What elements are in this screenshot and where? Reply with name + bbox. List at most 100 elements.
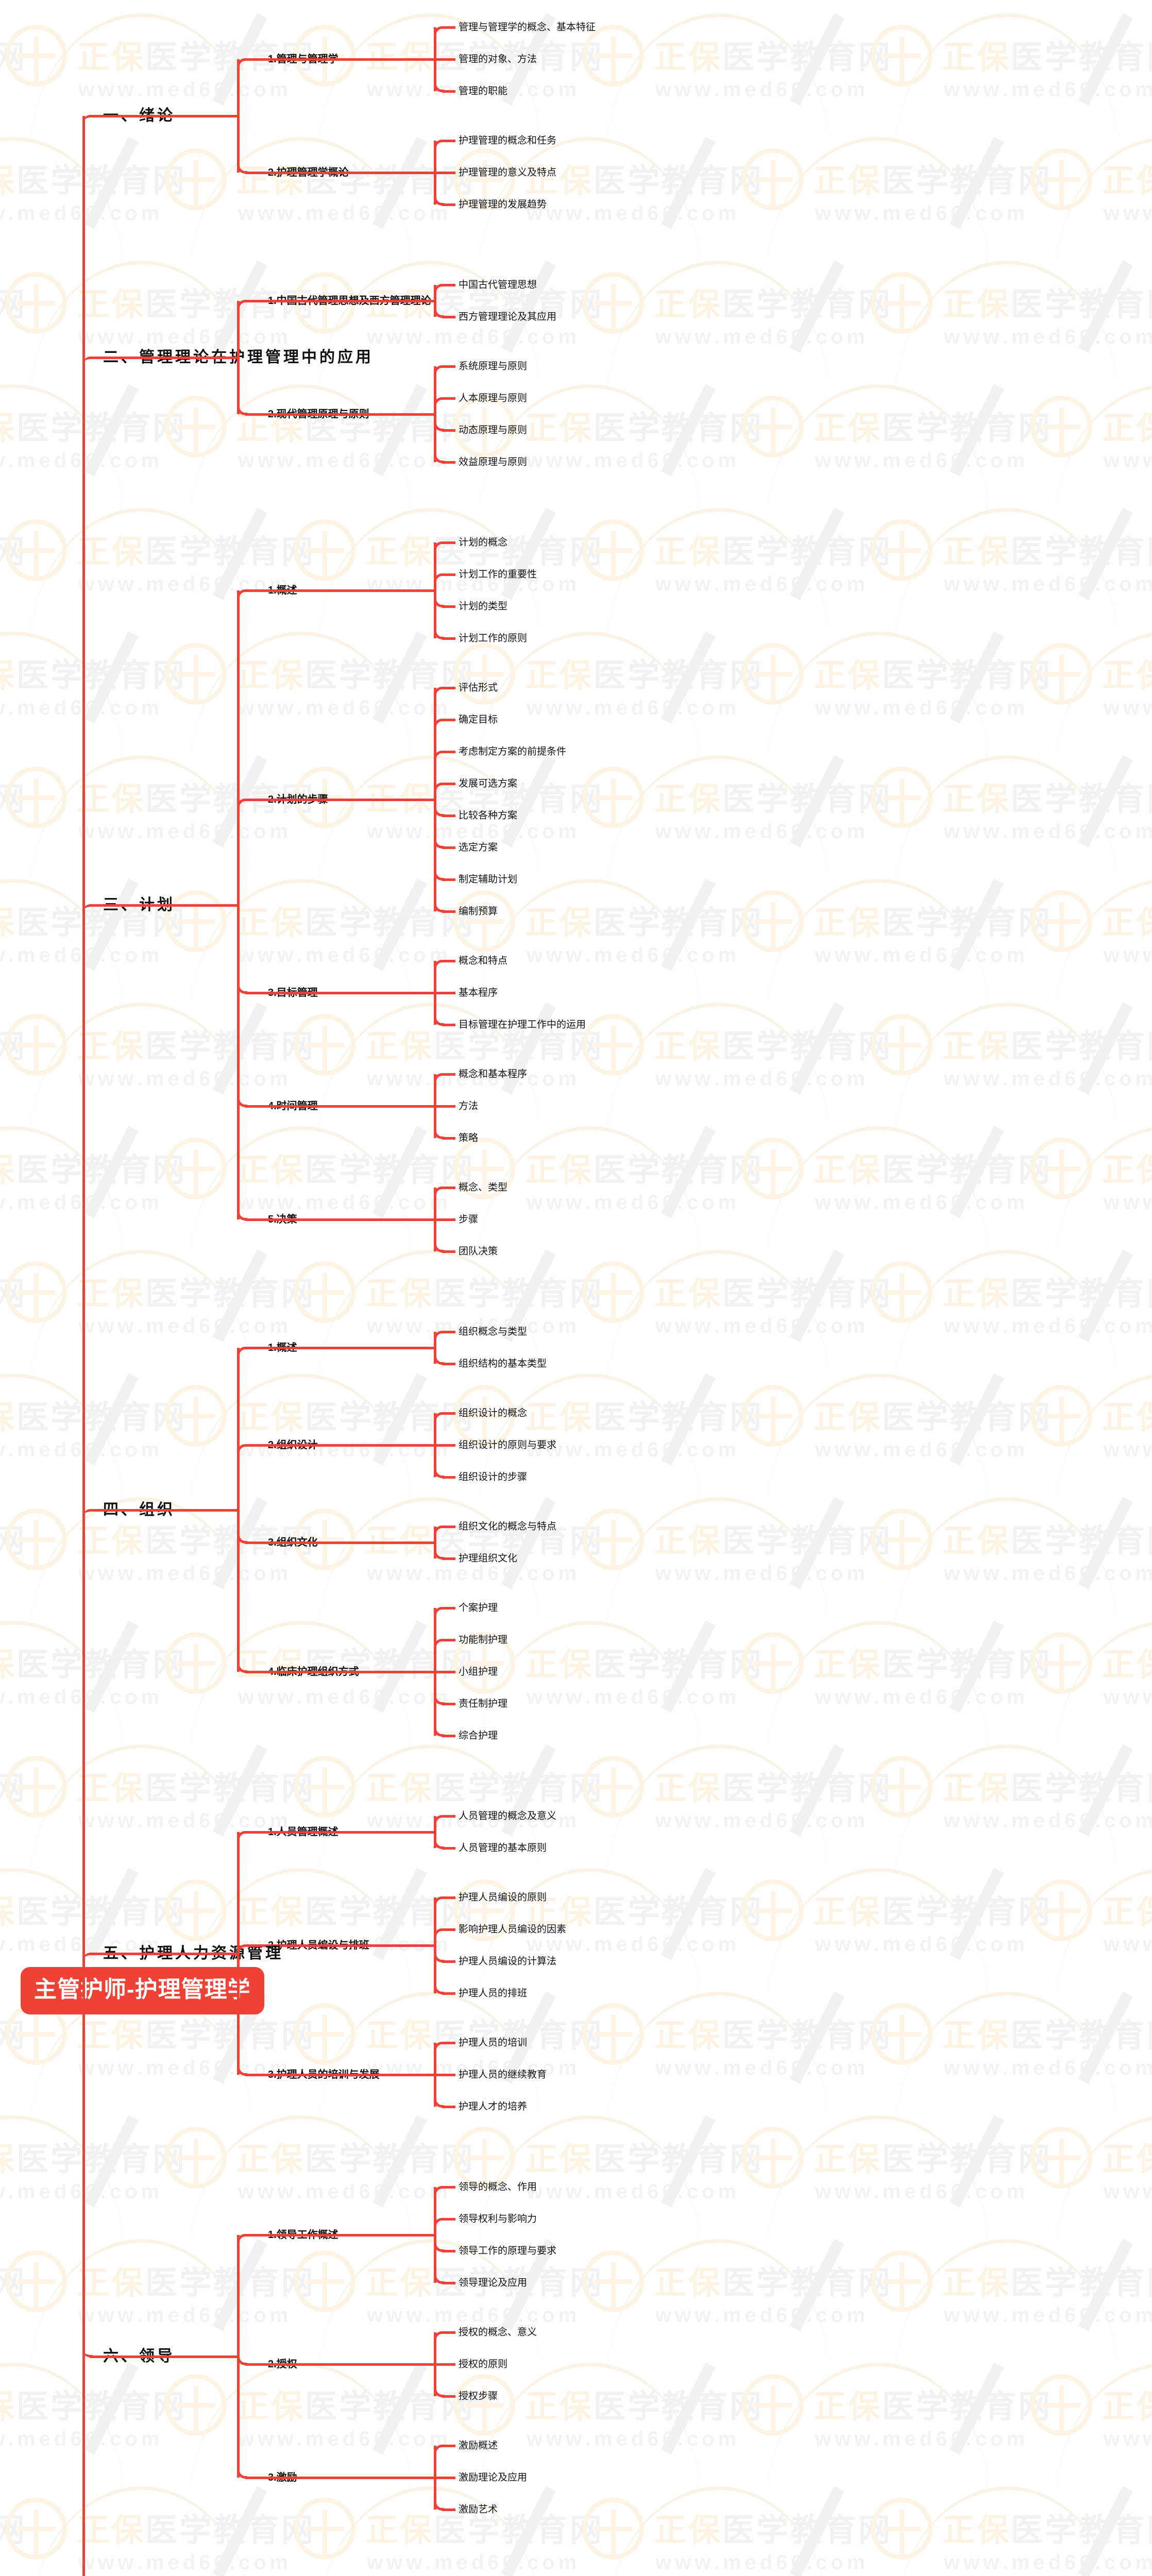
leaf-node[interactable]: 护理人才的培养 [459,2101,528,2112]
leaf-node[interactable]: 人员管理的概念及意义 [459,1810,557,1822]
leaf-node[interactable]: 护理人员的继续教育 [459,2069,547,2080]
l1l2-5-lead-0 [245,2234,265,2236]
root-lead-2 [90,904,94,907]
leaf-node[interactable]: 激励艺术 [459,2504,498,2515]
leaf-node[interactable]: 授权的概念、意义 [459,2327,537,2338]
leaf-node[interactable]: 激励概述 [459,2440,498,2451]
l2l3-5-0-trunk [434,2187,436,2283]
leaf-node[interactable]: 制定辅助计划 [459,874,518,885]
l1l2-0-elbow-1 [237,163,247,174]
leaf-node[interactable]: 确定目标 [459,714,498,725]
leaf-node[interactable]: 护理管理的发展趋势 [459,199,547,210]
leaf-node[interactable]: 小组护理 [459,1666,498,1677]
leaf-node[interactable]: 选定方案 [459,842,498,853]
l2-out-5-0 [255,2234,434,2236]
l2l3-3-2-lead-1 [442,1557,455,1560]
l2l3-5-2-stub-1 [434,2477,455,2479]
leaf-node[interactable]: 策略 [459,1132,479,1144]
l2l3-5-2-elbow-2 [434,2500,444,2511]
leaf-node[interactable]: 护理管理的概念和任务 [459,135,557,146]
leaf-node[interactable]: 领导理论及应用 [459,2277,528,2289]
l2l3-3-0-trunk [434,1332,436,1364]
l2-out-5-2 [255,2477,434,2479]
l2l3-0-1-elbow-2 [434,195,444,206]
leaf-node[interactable]: 方法 [459,1100,479,1112]
leaf-node[interactable]: 组织文化的概念与特点 [459,1521,557,1532]
l2-out-3-1 [255,1444,434,1447]
root-node[interactable]: 主管护师-护理管理学 [21,1967,264,2015]
leaf-node[interactable]: 组织设计的原则与要求 [459,1439,557,1451]
l2l3-0-0-elbow-2 [434,82,444,92]
leaf-node[interactable]: 护理管理的意义及特点 [459,167,557,178]
leaf-node[interactable]: 编制预算 [459,906,498,917]
leaf-node[interactable]: 人本原理与原则 [459,393,528,404]
l2l3-3-1-elbow-0 [434,1412,444,1422]
leaf-node[interactable]: 计划工作的原则 [459,633,528,644]
leaf-node[interactable]: 领导工作的原理与要求 [459,2245,557,2257]
leaf-node[interactable]: 基本程序 [459,987,498,998]
leaf-node[interactable]: 护理人员编设的原则 [459,1892,547,1903]
leaf-node[interactable]: 领导的概念、作用 [459,2181,537,2193]
l1l2-1-elbow-1 [237,405,247,415]
leaf-node[interactable]: 管理的职能 [459,86,508,97]
leaf-node[interactable]: 激励理论及应用 [459,2472,528,2483]
leaf-node[interactable]: 组织设计的概念 [459,1408,528,1419]
leaf-node[interactable]: 管理的对象、方法 [459,54,537,65]
leaf-node[interactable]: 步骤 [459,1214,479,1225]
l2l3-3-3-lead-1 [442,1639,455,1641]
root-lead-5 [90,2355,94,2358]
leaf-node[interactable]: 个案护理 [459,1602,498,1614]
leaf-node[interactable]: 综合护理 [459,1730,498,1741]
leaf-node[interactable]: 管理与管理学的概念、基本特征 [459,22,596,33]
l2l3-1-1-elbow-0 [434,365,444,376]
leaf-node[interactable]: 护理人员编设的计算法 [459,1956,557,1967]
leaf-node[interactable]: 护理人员的培训 [459,2037,528,2048]
l2l3-4-1-elbow-1 [434,1928,444,1939]
leaf-node[interactable]: 授权的原则 [459,2359,508,2370]
l2l3-2-2-elbow-2 [434,1015,444,1026]
l2l3-5-0-elbow-3 [434,2274,444,2284]
leaf-node[interactable]: 概念和特点 [459,955,508,967]
leaf-node[interactable]: 中国古代管理思想 [459,279,537,291]
leaf-node[interactable]: 计划工作的重要性 [459,569,537,580]
l1l2-4-lead-1 [245,1944,265,1947]
leaf-node[interactable]: 组织设计的步骤 [459,1471,528,1483]
root-elbow-5 [82,2347,93,2358]
leaf-node[interactable]: 效益原理与原则 [459,456,528,468]
leaf-node[interactable]: 护理人员的排班 [459,1988,528,1999]
l2l3-3-1-lead-2 [442,1476,455,1479]
leaf-node[interactable]: 护理组织文化 [459,1553,518,1564]
leaf-node[interactable]: 概念和基本程序 [459,1069,528,1080]
leaf-node[interactable]: 团队决策 [459,1246,498,1257]
leaf-node[interactable]: 西方管理理论及其应用 [459,311,557,323]
leaf-node[interactable]: 组织概念与类型 [459,1326,528,1337]
l1l2-2-elbow-4 [237,1210,247,1221]
l2l3-4-0-lead-1 [442,1847,455,1850]
l2l3-2-0-lead-3 [442,637,455,640]
l2l3-5-0-lead-0 [442,2186,455,2189]
leaf-node[interactable]: 概念、类型 [459,1182,508,1193]
leaf-node[interactable]: 考虑制定方案的前提条件 [459,746,567,757]
leaf-node[interactable]: 比较各种方案 [459,810,518,821]
leaf-node[interactable]: 人员管理的基本原则 [459,1842,547,1854]
leaf-node[interactable]: 动态原理与原则 [459,425,528,436]
l2l3-2-0-lead-0 [442,541,455,544]
l1l2-4-elbow-1 [237,1944,247,1955]
leaf-node[interactable]: 系统原理与原则 [459,361,528,372]
leaf-node[interactable]: 评估形式 [459,682,498,693]
leaf-node[interactable]: 计划的概念 [459,537,508,548]
l2l3-0-0-elbow-0 [434,26,444,37]
leaf-node[interactable]: 领导权利与影响力 [459,2213,537,2225]
l2l3-2-0-trunk [434,543,436,638]
leaf-node[interactable]: 计划的类型 [459,601,508,612]
leaf-node[interactable]: 目标管理在护理工作中的运用 [459,1019,586,1030]
leaf-node[interactable]: 授权步骤 [459,2391,498,2402]
leaf-node[interactable]: 发展可选方案 [459,778,518,789]
leaf-node[interactable]: 责任制护理 [459,1698,508,1709]
l2l3-1-1-lead-3 [442,461,455,464]
leaf-node[interactable]: 影响护理人员编设的因素 [459,1924,567,1935]
leaf-node[interactable]: 功能制护理 [459,1634,508,1646]
l1l2-2-lead-0 [245,589,265,592]
l2l3-1-1-elbow-2 [434,421,444,431]
leaf-node[interactable]: 组织结构的基本类型 [459,1358,547,1369]
